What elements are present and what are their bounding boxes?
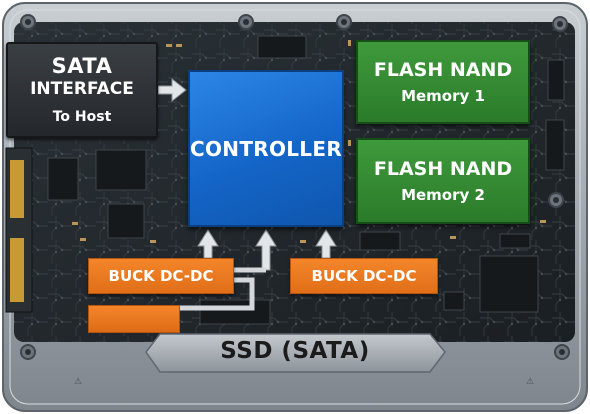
sata-connector (5, 147, 33, 313)
power-lines (180, 267, 266, 311)
arrow-buck2-up (315, 229, 337, 259)
arrow-sata-to-controller (157, 77, 187, 103)
pcb-components (47, 35, 565, 325)
bottom-label-plate (145, 333, 446, 373)
buck-1-label: BUCK DC-DC (108, 267, 214, 285)
device-label: SSD (SATA) (220, 338, 370, 364)
sata-subtitle: INTERFACE (30, 79, 134, 99)
screw-holes (20, 14, 570, 360)
buck-2-label: BUCK DC-DC (311, 267, 417, 285)
arrow-buck1-left-up (197, 229, 219, 259)
controller-label: CONTROLLER (190, 136, 343, 161)
pcb-small-parts (72, 40, 546, 243)
svg-text:⚠: ⚠ (526, 377, 534, 387)
controller-block: CONTROLLER (188, 70, 344, 227)
buck-dcdc-1-block: BUCK DC-DC (88, 258, 234, 294)
buck-dcdc-2-block: BUCK DC-DC (290, 258, 438, 294)
flash-1-subtitle: Memory 1 (401, 87, 485, 105)
orange-component-bar (88, 305, 180, 333)
arrow-buck1-right-up (255, 229, 277, 271)
flash-2-title: FLASH NAND (373, 158, 513, 180)
flash-1-title: FLASH NAND (373, 59, 513, 81)
flash-2-subtitle: Memory 2 (401, 186, 485, 204)
sata-host-label: To Host (52, 109, 112, 125)
flash-nand-2-block: FLASH NAND Memory 2 (356, 138, 530, 224)
sata-interface-block: SATA INTERFACE To Host (6, 42, 158, 138)
flash-nand-1-block: FLASH NAND Memory 1 (356, 40, 530, 124)
svg-text:⚠: ⚠ (74, 377, 82, 387)
arrows (157, 77, 337, 271)
sata-title: SATA (51, 54, 113, 78)
